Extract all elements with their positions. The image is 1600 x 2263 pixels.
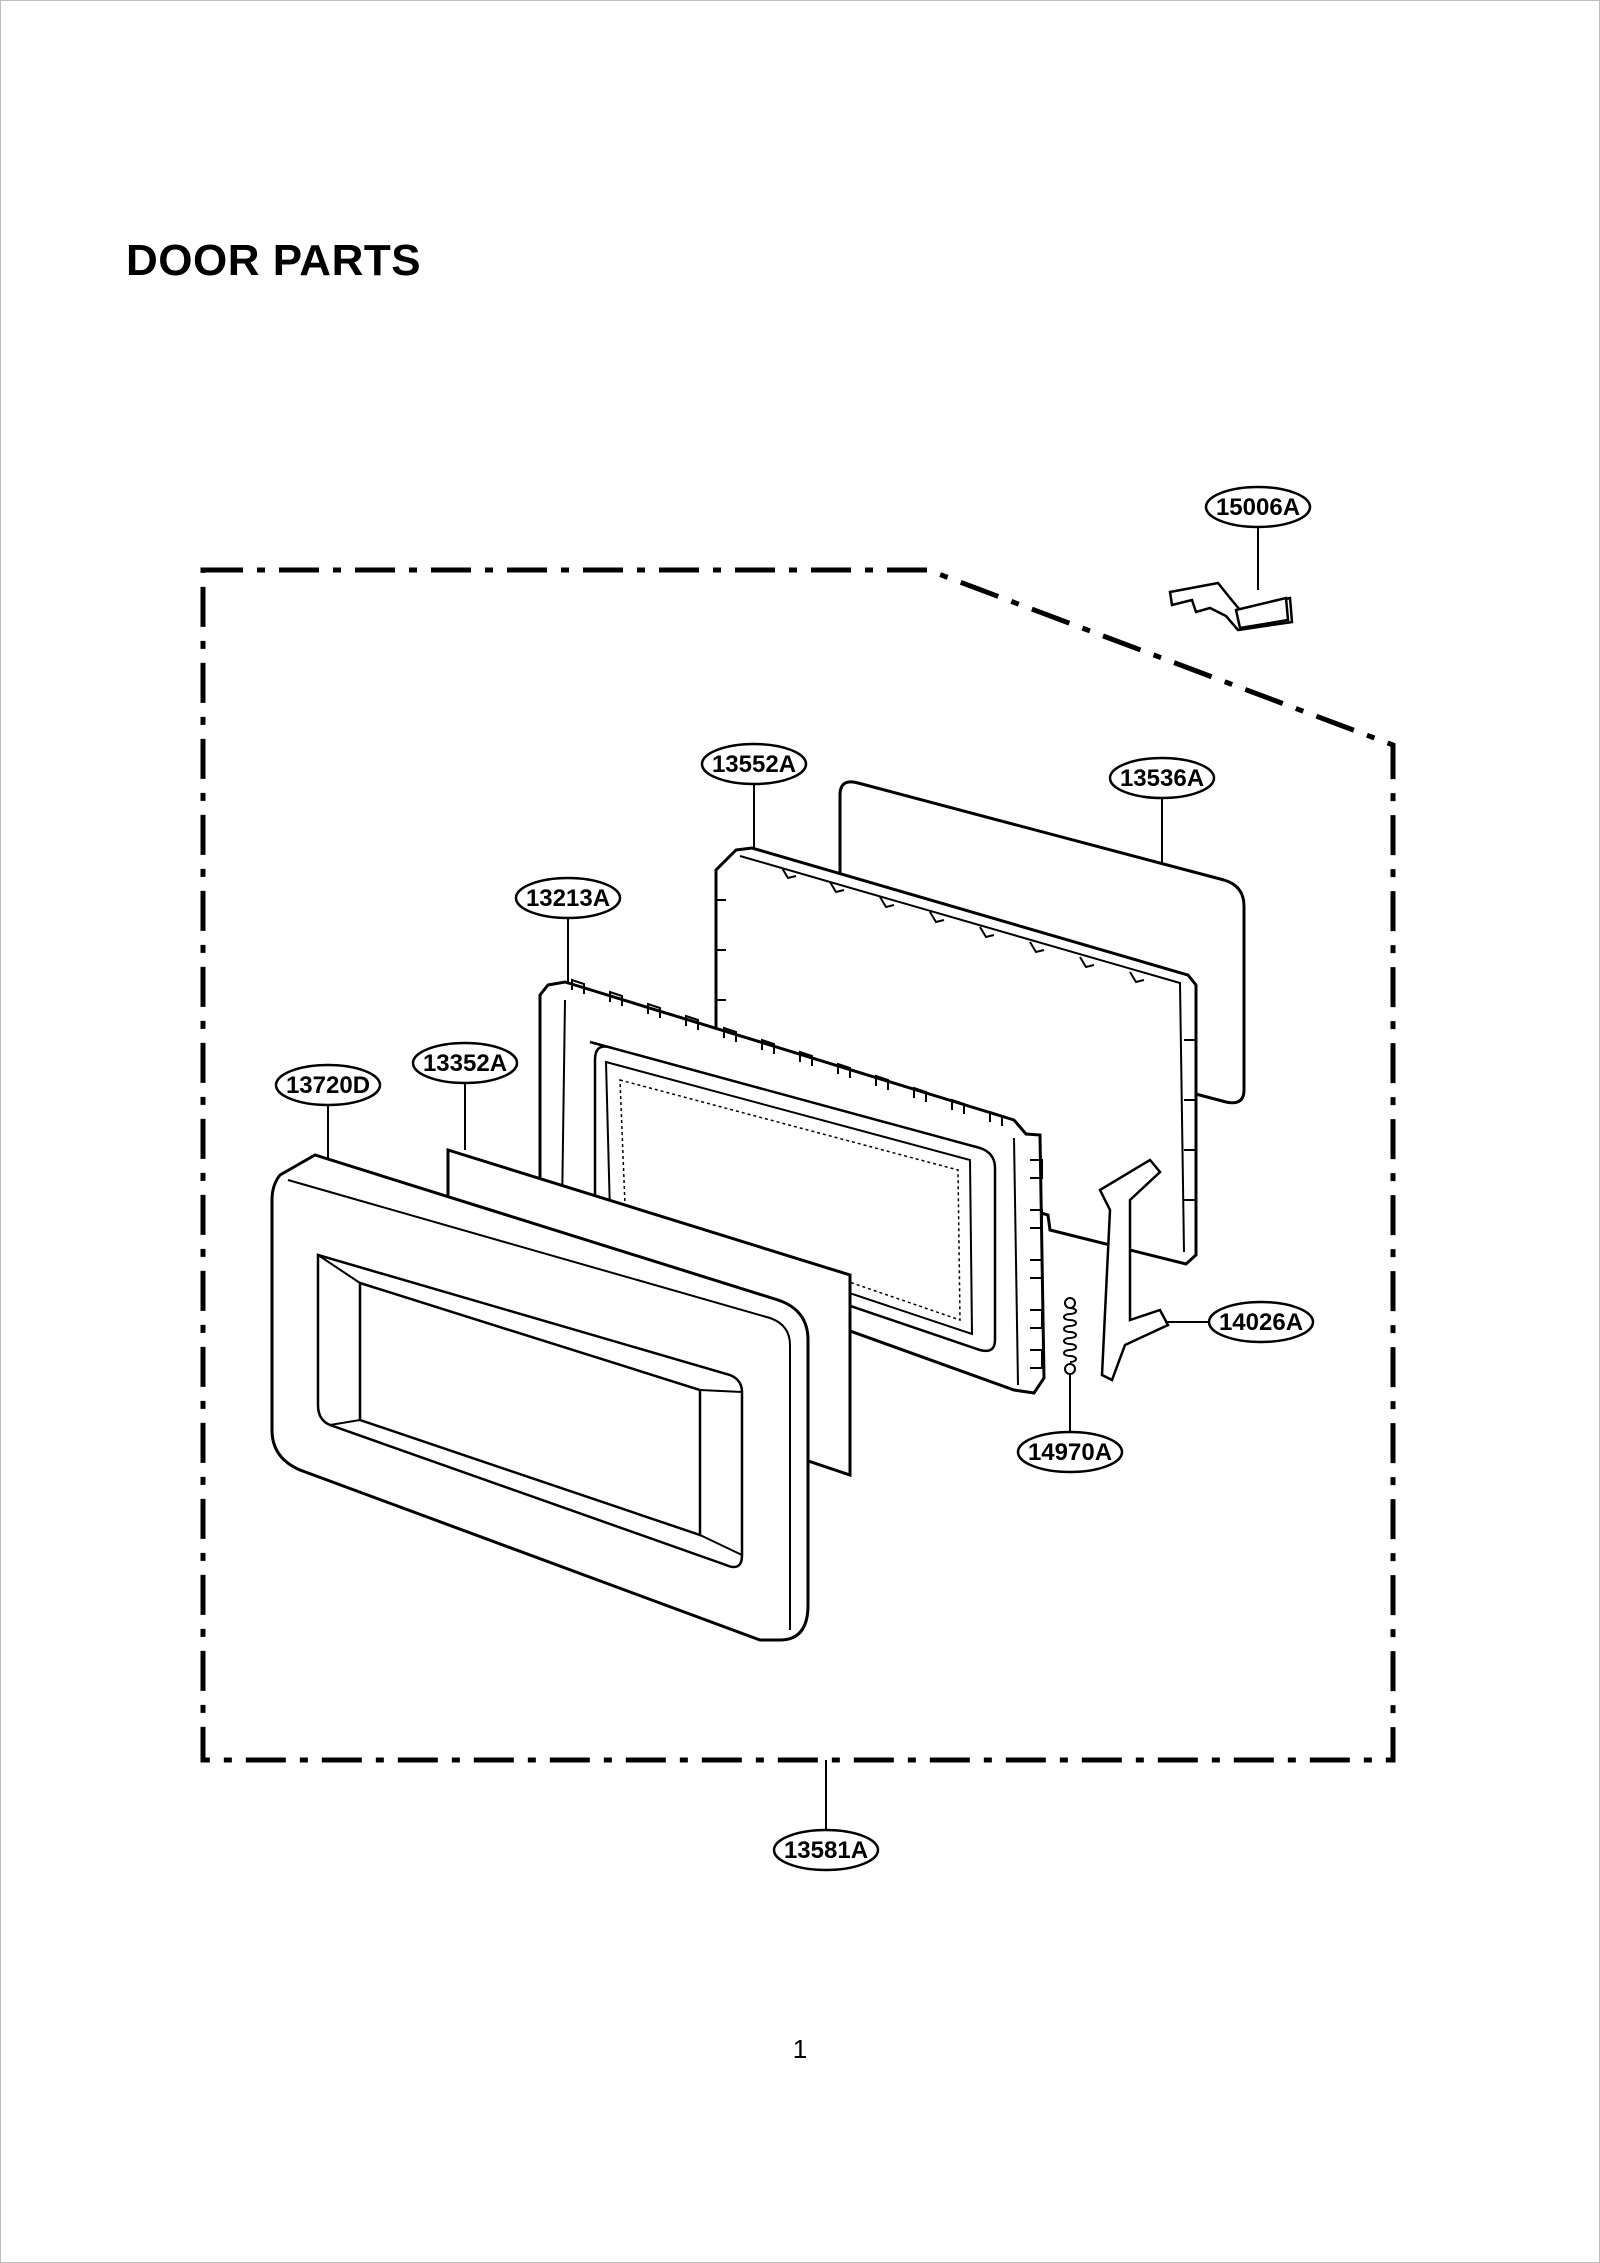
- svg-text:13720D: 13720D: [286, 1072, 370, 1099]
- leader-lines: [327, 527, 1259, 1832]
- door-frame-part: [714, 846, 1198, 1266]
- svg-text:13552A: 13552A: [712, 751, 796, 778]
- callout-14026A: 14026A: [1207, 1300, 1315, 1344]
- assembly-boundary: [200, 567, 1396, 1763]
- callout-13536A: 13536A: [1108, 756, 1216, 800]
- callout-13352A: 13352A: [411, 1041, 519, 1085]
- door-front-part: [270, 1153, 810, 1642]
- callout-13581A: 13581A: [772, 1828, 880, 1872]
- svg-text:13352A: 13352A: [423, 1050, 507, 1077]
- svg-text:15006A: 15006A: [1216, 494, 1300, 521]
- callout-14970A: 14970A: [1016, 1430, 1124, 1474]
- page-title: DOOR PARTS: [126, 236, 422, 285]
- callout-13552A: 13552A: [700, 742, 808, 786]
- latch-lever-part: [1098, 1158, 1170, 1382]
- latch-spring-part: [1063, 1297, 1077, 1375]
- svg-text:14026A: 14026A: [1219, 1309, 1303, 1336]
- svg-text:14970A: 14970A: [1028, 1439, 1112, 1466]
- callout-13213A: 13213A: [514, 876, 622, 920]
- callout-15006A: 15006A: [1204, 485, 1312, 529]
- hinge-bracket-part: [1168, 581, 1294, 632]
- callout-13720D: 13720D: [274, 1063, 382, 1107]
- svg-text:13213A: 13213A: [526, 885, 610, 912]
- svg-text:13536A: 13536A: [1120, 765, 1204, 792]
- svg-text:13581A: 13581A: [784, 1837, 868, 1864]
- page-number: 1: [792, 2034, 808, 2064]
